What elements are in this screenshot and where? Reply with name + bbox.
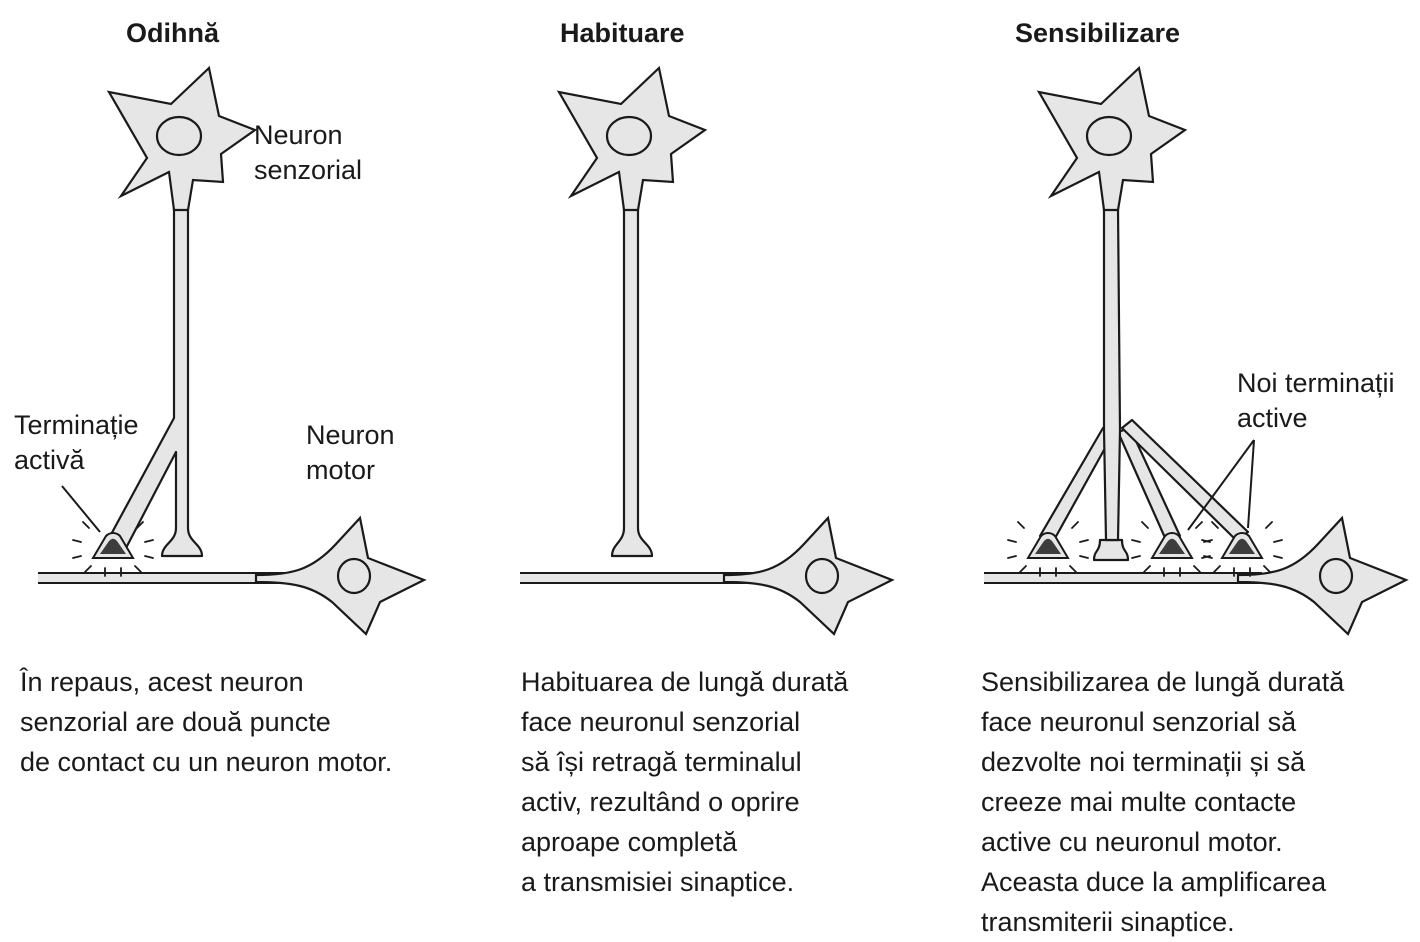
label-new-active-terminals: Noi terminații active [1237,366,1395,436]
motor-neuron-rest [38,518,424,634]
caption-rest: În repaus, acest neuron senzorial are do… [20,662,392,782]
label-active-terminal: Terminație activă [14,408,139,478]
panel-rest [38,68,424,634]
new-terminal-pointer-2 [1248,440,1254,528]
caption-sensitization: Sensibilizarea de lungă durată face neur… [981,662,1344,942]
panel-habituation [520,68,892,634]
sensory-neuron-rest [108,68,255,556]
sensory-neuron-habituation [559,68,705,556]
panel-sensitization [984,68,1406,634]
label-motor-neuron: Neuron motor [306,418,395,488]
title-rest: Odihnă [126,18,219,49]
caption-habituation: Habituarea de lungă durată face neuronul… [521,662,848,902]
title-sensitization: Sensibilizare [1015,18,1180,49]
label-sensory-neuron: Neuron senzorial [254,118,362,188]
title-habituation: Habituare [560,18,685,49]
motor-neuron-habituation [520,518,892,634]
active-terminal-pointer [62,486,100,532]
sensory-neuron-sensitization [1039,68,1248,560]
